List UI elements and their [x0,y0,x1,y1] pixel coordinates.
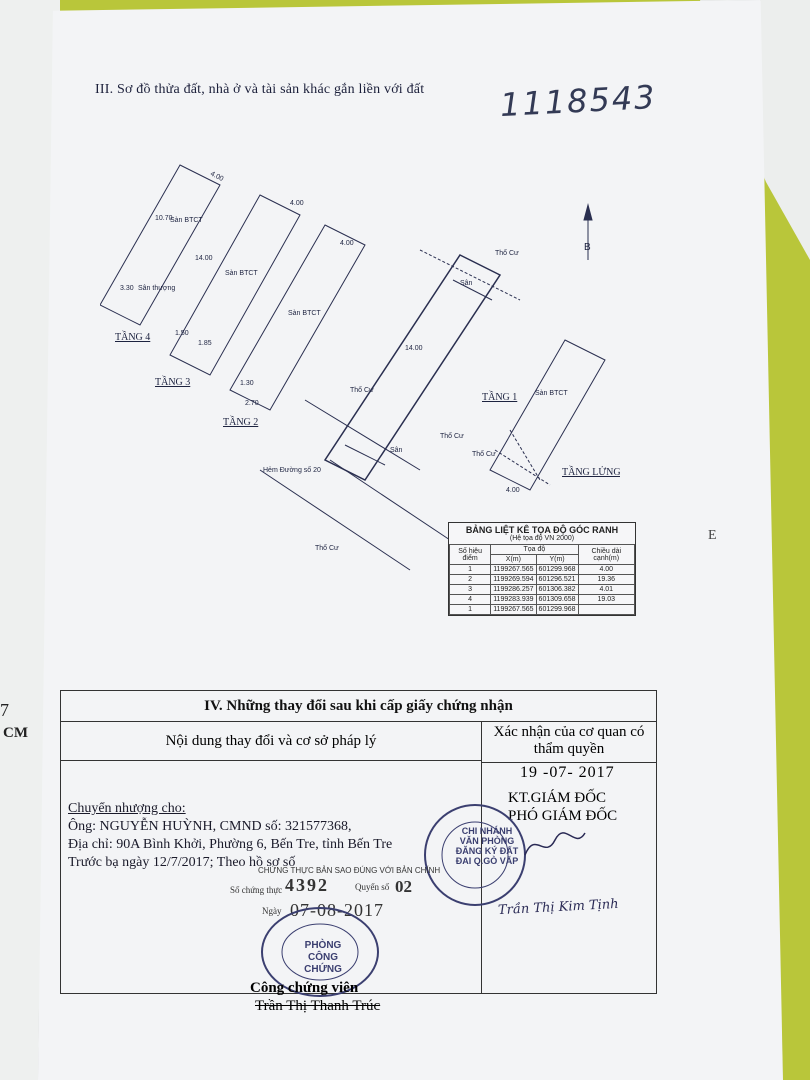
dim-label: 1.30 [240,380,254,387]
cert-date-label: Ngày [262,906,282,916]
dim-label: 3.30 [120,285,134,292]
dim-label: 4.00 [340,240,354,247]
edge-mark-right: E [708,528,717,543]
dim-label: 14.00 [195,255,213,262]
neighbor-label: Thổ Cư [440,432,464,440]
confirm-date: 19 -07- 2017 [520,764,615,781]
yard-label: Sân [460,280,473,287]
floor-label-4: TẦNG 4 [115,330,150,343]
dim-label: 14.00 [405,345,423,352]
transfer-line1: Ông: NGUYỄN HUỲNH, CMND số: 321577368, [68,819,352,834]
cert-line: CHỨNG THỰC BẢN SAO ĐÚNG VỚI BẢN CHÍNH [258,866,441,875]
section4-title: IV. Những thay đổi sau khi cấp giấy chứn… [61,691,656,722]
cert-no-label: Số chứng thực [230,885,283,895]
slab-label-2: Sàn BTCT [288,310,321,317]
dim-label: 2.70 [245,400,259,407]
transfer-line3: Trước bạ ngày 12/7/2017; Theo hồ sơ số [68,855,296,870]
coord-header-group: Tọa độ [490,544,579,555]
neighbor-label: Thổ Cư [472,450,496,458]
dim-label: 1.85 [198,340,212,347]
floor3-outline [169,194,301,376]
notary-stamp [261,907,379,997]
book-number: 02 [395,877,412,896]
road-label: Hẻm Đường số 20 [263,465,321,474]
notary-name: Trần Thị Thanh Trúc [255,998,381,1014]
floor-label-mezzanine: TẦNG LỬNG [562,465,620,478]
notary-title: Công chứng viên [250,980,359,996]
neighbor-label: Thổ Cư [495,249,519,257]
section3-title: III. Sơ đồ thửa đất, nhà ở và tài sản kh… [95,82,425,97]
dim-label: 4.00 [506,487,520,494]
slab-label-1: Sàn BTCT [535,390,568,397]
edge-mark: 7 [0,700,9,720]
coord-header-length: Chiều dài cạnh(m) [577,544,636,565]
cert-number: 4392 [285,875,329,895]
slab-label-3: Sàn BTCT [225,270,258,277]
notary-stamp-text: PHÒNG CÔNG CHỨNG [304,940,342,975]
section4-col-left: Nội dung thay đổi và cơ sở pháp lý [61,722,482,761]
dim-label: 4.00 [290,200,304,207]
section4-divider [481,760,482,993]
document-page [38,0,783,1080]
floor-label-3: TẦNG 3 [155,375,190,388]
floor4-outline [100,164,221,326]
yard-label: Sân [390,447,403,454]
role-director: KT.GIÁM ĐỐC [508,790,607,806]
slab-label-4: Sàn BTCT [170,217,203,224]
coordinate-table: BẢNG LIỆT KÊ TỌA ĐỘ GÓC RANH (Hệ tọa độ … [448,522,636,616]
floor1-outline [323,254,502,481]
mezzanine-outline [489,339,606,491]
floor-label-1: TẦNG 1 [482,390,517,403]
coord-header-point: Số hiệu điểm [448,544,492,565]
coord-table-subtitle: (Hệ tọa độ VN 2000) [509,535,575,542]
book-label: Quyển số [355,882,390,892]
floor-label-2: TẦNG 2 [223,415,258,428]
signature-mark [524,832,586,856]
section4-col-right: Xác nhận của cơ quan có thẩm quyền [482,722,656,763]
neighbor-label: Thổ Cư [315,544,339,552]
coord-table-title: BẢNG LIỆT KÊ TỌA ĐỘ GÓC RANH [465,525,619,535]
transfer-line2: Địa chỉ: 90A Bình Khởi, Phường 6, Bến Tr… [68,837,393,852]
role-vice-director: PHÓ GIÁM ĐỐC [508,808,618,824]
coord-header-x: X(m) [490,554,537,565]
terrace-label: Sân thượng [138,285,175,292]
north-label: B [584,242,591,253]
coord-header-y: Y(m) [535,554,579,565]
dim-label: 10.70 [155,215,173,222]
dim-label: 1.50 [175,330,189,337]
transfer-content: Chuyển nhượng cho: Ông: NGUYỄN HUỲNH, CM… [68,800,392,872]
section4-table: IV. Những thay đổi sau khi cấp giấy chứn… [60,690,657,994]
neighbor-label: Thổ Cư [350,386,374,394]
transfer-heading: Chuyển nhượng cho: [68,801,186,816]
floor-plan-diagram: 4.00 10.70 14.00 3.30 Sàn BTCT Sân thượn… [100,164,620,571]
floor2-outline [229,224,366,411]
edge-cm: CM [3,725,28,741]
office-stamp-text: CHI NHÁNH VĂN PHÒNG ĐĂNG KÝ ĐẤT ĐAI Q.GÒ… [455,826,519,866]
